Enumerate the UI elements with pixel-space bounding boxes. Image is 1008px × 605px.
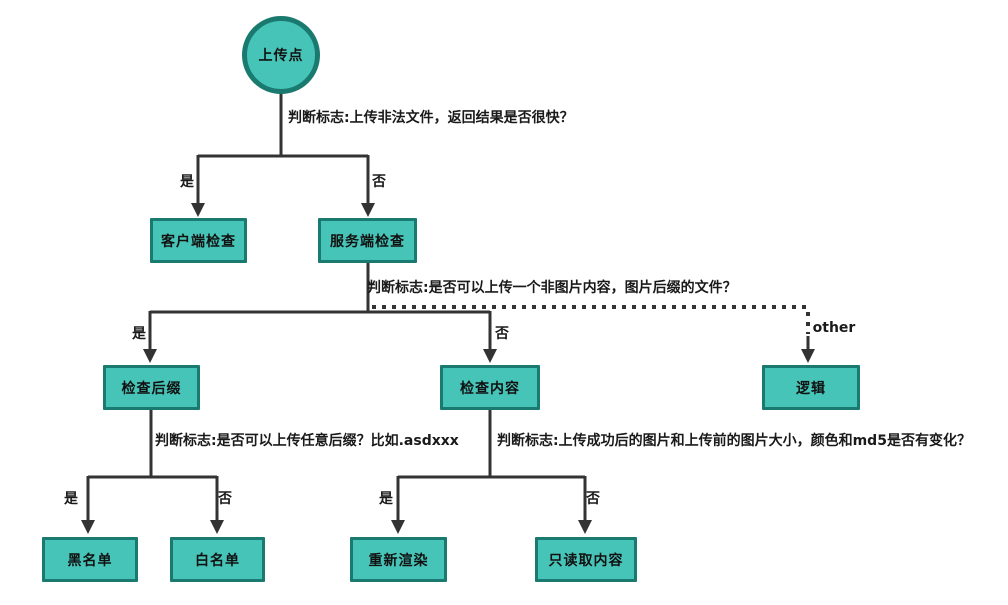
arrowhead-rerender — [391, 520, 405, 534]
decision-label-2: 判断标志:是否可以上传一个非图片内容，图片后缀的文件？ — [367, 280, 737, 296]
node-upload-point: 上传点 — [242, 16, 320, 94]
decision-label-4: 判断标志:上传成功后的图片和上传前的图片大小，颜色和md5是否有变化？ — [497, 433, 971, 449]
node-rerender: 重新渲染 — [350, 537, 447, 582]
node-client-check: 客户端检查 — [150, 218, 247, 263]
arrowhead-blacklist — [81, 520, 95, 534]
edge-label-yes-2: 是 — [132, 326, 146, 342]
node-blacklist: 黑名单 — [42, 537, 138, 582]
edge-label-no-3: 否 — [218, 491, 232, 507]
edge-label-yes-1: 是 — [180, 174, 194, 190]
decision-label-3: 判断标志:是否可以上传任意后缀？比如.asdxxx — [155, 433, 459, 449]
node-check-content: 检查内容 — [440, 365, 540, 410]
edge-label-no-1: 否 — [372, 174, 386, 190]
arrowhead-check-content — [483, 349, 497, 363]
edge-label-no-4: 否 — [586, 491, 600, 507]
edge-label-no-2: 否 — [495, 326, 509, 342]
node-check-suffix: 检查后缀 — [103, 365, 200, 410]
edge-label-yes-3: 是 — [64, 491, 78, 507]
node-server-check: 服务端检查 — [318, 218, 417, 263]
arrowhead-client-check — [191, 203, 205, 217]
decision-label-1: 判断标志:上传非法文件，返回结果是否很快？ — [288, 110, 574, 126]
arrowhead-server-check — [361, 203, 375, 217]
node-readonly-content: 只读取内容 — [535, 537, 637, 582]
node-whitelist: 白名单 — [170, 537, 265, 582]
node-logic: 逻辑 — [762, 365, 860, 410]
arrowhead-check-suffix — [143, 349, 157, 363]
edge-label-yes-4: 是 — [379, 491, 393, 507]
arrowhead-logic — [801, 349, 815, 363]
arrowhead-readonly — [578, 520, 592, 534]
arrowhead-whitelist — [210, 520, 224, 534]
edge-label-other: other — [812, 320, 856, 336]
